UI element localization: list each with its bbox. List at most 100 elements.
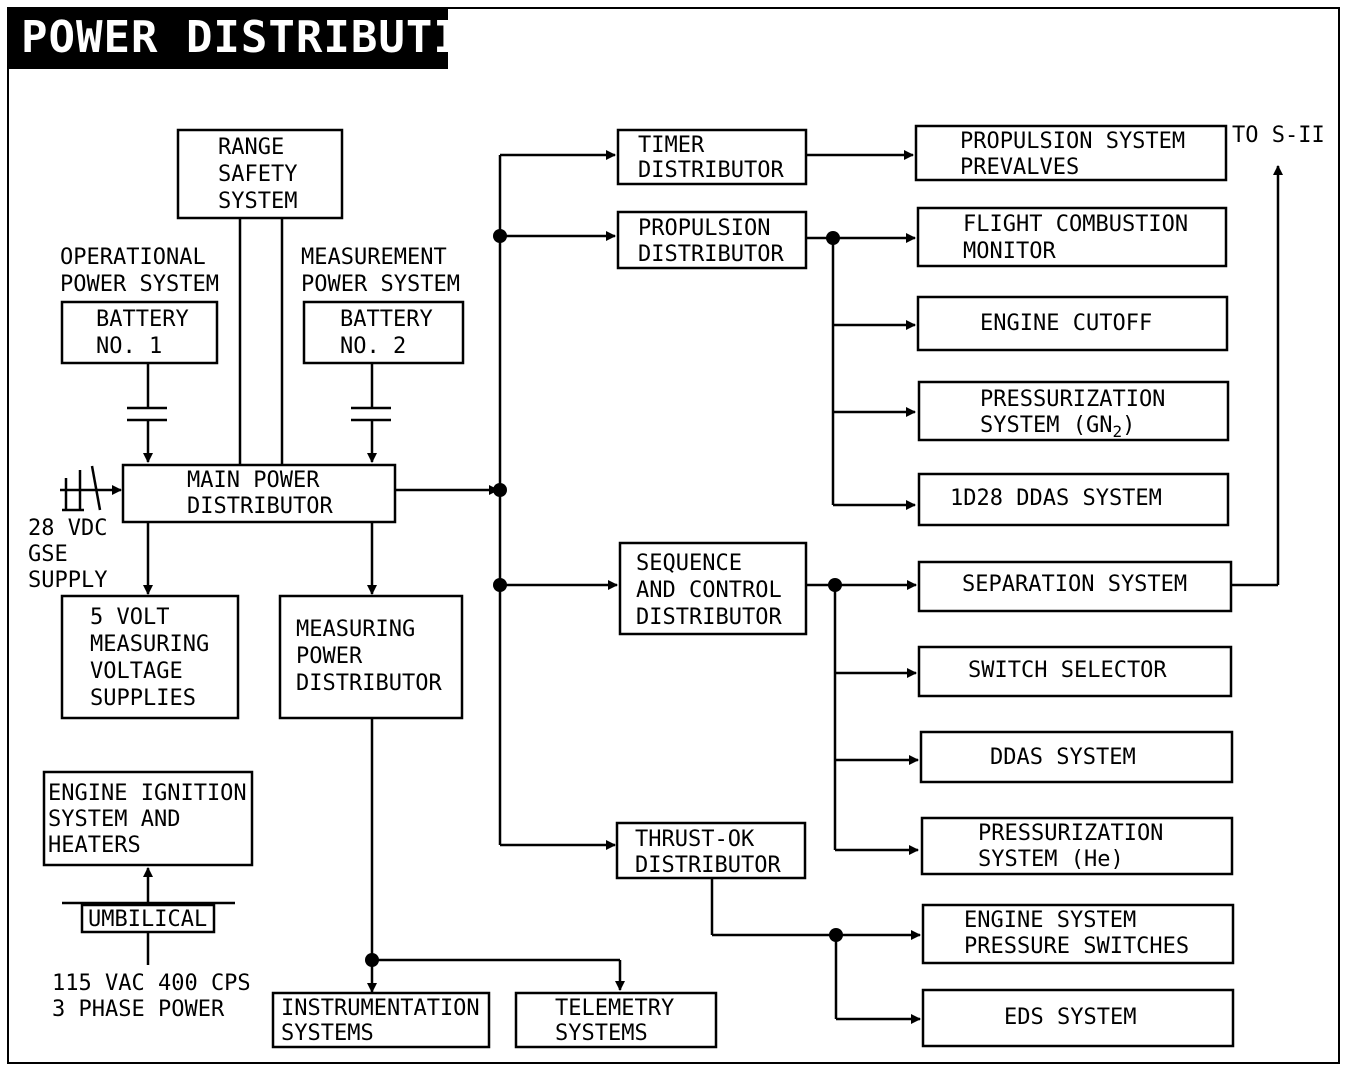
battery-2-block: BATTERY NO. 2 [302,300,465,365]
junction-dot [828,578,842,592]
engine-pressure-switches-block: ENGINE SYSTEM PRESSURE SWITCHES [921,903,1235,965]
svg-text:1D28 DDAS SYSTEM: 1D28 DDAS SYSTEM [950,486,1162,511]
ddas-system-block: DDAS SYSTEM [919,730,1234,784]
svg-text:SYSTEM: SYSTEM [218,189,297,214]
junction-dot [493,483,507,497]
svg-text:RANGE: RANGE [218,135,284,160]
svg-text:HEATERS: HEATERS [48,833,141,858]
ddas-1d28-block: 1D28 DDAS SYSTEM [917,472,1230,527]
svg-text:115 VAC 400 CPS: 115 VAC 400 CPS [52,971,251,996]
main-power-distributor-block: MAIN POWER DISTRIBUTOR [121,463,397,524]
svg-text:PREVALVES: PREVALVES [960,155,1079,180]
svg-text:VOLTAGE: VOLTAGE [90,659,183,684]
svg-text:MONITOR: MONITOR [963,239,1056,264]
svg-text:MAIN POWER: MAIN POWER [187,468,320,493]
junction-dot [829,928,843,942]
switch-selector-block: SWITCH SELECTOR [917,645,1233,698]
svg-text:INSTRUMENTATION: INSTRUMENTATION [281,996,480,1021]
svg-text:FLIGHT COMBUSTION: FLIGHT COMBUSTION [963,212,1188,237]
measurement-power-label: MEASUREMENT POWER SYSTEM [301,245,460,297]
svg-text:UMBILICAL: UMBILICAL [88,907,207,932]
svg-text:GSE: GSE [28,542,68,567]
svg-text:BATTERY: BATTERY [340,307,433,332]
svg-text:SAFETY: SAFETY [218,162,297,187]
vac-power-label: 115 VAC 400 CPS 3 PHASE POWER [52,971,251,1022]
svg-text:PROPULSION: PROPULSION [638,216,770,241]
to-s2-label: TO S-II [1232,123,1325,148]
svg-text:MEASURING: MEASURING [296,617,415,642]
thrust-ok-distributor-block: THRUST-OK DISTRIBUTOR [615,821,807,880]
svg-text:DISTRIBUTOR: DISTRIBUTOR [638,242,784,267]
engine-cutoff-block: ENGINE CUTOFF [916,295,1229,352]
svg-text:PRESSURIZATION: PRESSURIZATION [978,821,1163,846]
svg-text:SUPPLIES: SUPPLIES [90,686,196,711]
svg-text:MEASURING: MEASURING [90,632,209,657]
pressurization-gn2-block: PRESSURIZATION SYSTEM (GN2) [917,380,1230,442]
five-volt-supplies-block: 5 VOLT MEASURING VOLTAGE SUPPLIES [60,594,240,720]
svg-text:DISTRIBUTOR: DISTRIBUTOR [638,158,784,183]
svg-text:SUPPLY: SUPPLY [28,568,107,593]
propulsion-distributor-block: PROPULSION DISTRIBUTOR [616,210,808,270]
battery-1-block: BATTERY NO. 1 [60,300,219,365]
sequence-control-distributor-block: SEQUENCE AND CONTROL DISTRIBUTOR [618,541,808,636]
svg-text:DISTRIBUTOR: DISTRIBUTOR [635,853,781,878]
separation-system-block: SEPARATION SYSTEM [917,560,1233,613]
telemetry-systems-block: TELEMETRY SYSTEMS [514,991,718,1049]
svg-text:POWER SYSTEM: POWER SYSTEM [60,272,219,297]
svg-text:TO S-II: TO S-II [1232,123,1325,148]
prevalves-block: PROPULSION SYSTEM PREVALVES [914,124,1228,182]
svg-text:SYSTEMS: SYSTEMS [555,1021,648,1046]
umbilical-block: UMBILICAL [80,903,216,934]
junction-dot [365,953,379,967]
svg-text:PRESSURE SWITCHES: PRESSURE SWITCHES [964,934,1189,959]
svg-text:SEQUENCE: SEQUENCE [636,551,742,576]
svg-text:TIMER: TIMER [638,133,705,158]
svg-text:SYSTEM AND: SYSTEM AND [48,807,180,832]
svg-text:EDS SYSTEM: EDS SYSTEM [1004,1005,1136,1030]
gse-supply-label: 28 VDC GSE SUPPLY [28,516,107,593]
svg-text:ENGINE IGNITION: ENGINE IGNITION [48,781,247,806]
instrumentation-systems-block: INSTRUMENTATION SYSTEMS [271,991,491,1049]
svg-text:ENGINE CUTOFF: ENGINE CUTOFF [980,311,1152,336]
junction-dot [826,231,840,245]
gse-sym-4 [90,465,102,511]
engine-ignition-block: ENGINE IGNITION SYSTEM AND HEATERS [42,770,254,867]
svg-text:SYSTEM (GN2): SYSTEM (GN2) [980,413,1135,441]
svg-text:DISTRIBUTOR: DISTRIBUTOR [636,605,782,630]
svg-text:SEPARATION SYSTEM: SEPARATION SYSTEM [962,572,1187,597]
svg-text:DISTRIBUTOR: DISTRIBUTOR [187,494,333,519]
range-safety-block: RANGE SAFETY SYSTEM [176,128,344,220]
svg-text:PROPULSION SYSTEM: PROPULSION SYSTEM [960,129,1185,154]
svg-text:POWER SYSTEM: POWER SYSTEM [301,272,460,297]
connectors [60,150,1283,1024]
operational-power-label: OPERATIONAL POWER SYSTEM [60,245,219,297]
svg-text:SYSTEMS: SYSTEMS [281,1021,374,1046]
junction-dot [493,578,507,592]
svg-text:TELEMETRY: TELEMETRY [555,996,674,1021]
svg-text:PRESSURIZATION: PRESSURIZATION [980,387,1165,412]
svg-text:ENGINE SYSTEM: ENGINE SYSTEM [964,908,1136,933]
svg-text:AND CONTROL: AND CONTROL [636,578,782,603]
svg-text:SYSTEM (He): SYSTEM (He) [978,847,1124,872]
svg-text:BATTERY: BATTERY [96,307,189,332]
flight-combustion-monitor-block: FLIGHT COMBUSTION MONITOR [916,206,1228,268]
svg-text:DISTRIBUTOR: DISTRIBUTOR [296,671,442,696]
svg-text:NO. 1: NO. 1 [96,334,162,359]
svg-text:NO. 2: NO. 2 [340,334,406,359]
svg-text:3 PHASE POWER: 3 PHASE POWER [52,997,225,1022]
junction-dot [493,229,507,243]
svg-text:5 VOLT: 5 VOLT [90,605,169,630]
timer-distributor-block: TIMER DISTRIBUTOR [616,128,808,186]
measuring-power-distributor-block: MEASURING POWER DISTRIBUTOR [278,594,464,720]
svg-text:MEASUREMENT: MEASUREMENT [301,245,447,270]
eds-system-block: EDS SYSTEM [921,988,1235,1048]
svg-text:SWITCH SELECTOR: SWITCH SELECTOR [968,658,1167,683]
svg-text:POWER: POWER [296,644,363,669]
junction-dots [365,229,843,967]
svg-text:THRUST-OK: THRUST-OK [635,827,755,852]
svg-text:28 VDC: 28 VDC [28,516,107,541]
diagram-title: POWER DISTRIBUTION [7,7,515,69]
pressurization-he-block: PRESSURIZATION SYSTEM (He) [920,816,1234,876]
svg-text:DDAS SYSTEM: DDAS SYSTEM [990,745,1136,770]
